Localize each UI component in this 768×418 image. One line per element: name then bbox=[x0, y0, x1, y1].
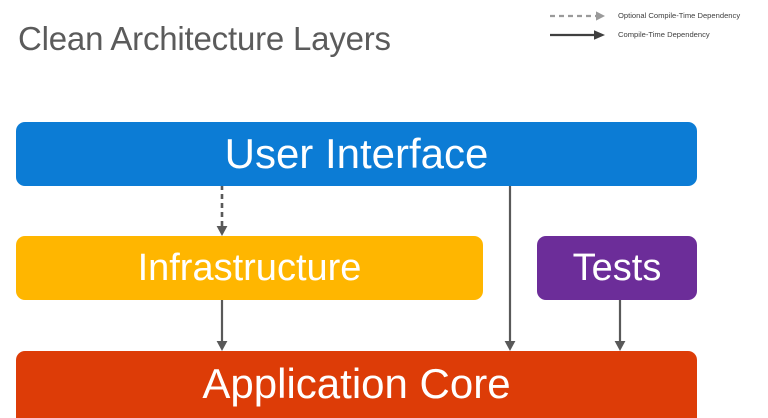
page-title: Clean Architecture Layers bbox=[18, 20, 391, 57]
connector-tests-to-application-core bbox=[606, 299, 634, 357]
layer-box-tests: Tests bbox=[537, 236, 697, 300]
legend-item-optional: Optional Compile-Time Dependency bbox=[548, 6, 760, 25]
layer-box-user-interface: User Interface bbox=[16, 122, 697, 186]
legend-item-compile-time-label: Compile-Time Dependency bbox=[618, 29, 710, 39]
connector-infrastructure-to-application-core bbox=[208, 299, 236, 357]
dashed-arrow-icon bbox=[548, 9, 610, 23]
legend: Optional Compile-Time Dependency Compile… bbox=[548, 6, 760, 44]
layer-box-application-core: Application Core bbox=[16, 351, 697, 418]
layer-label-application-core: Application Core bbox=[202, 360, 511, 407]
layer-box-infrastructure: Infrastructure bbox=[16, 236, 483, 300]
layer-label-tests: Tests bbox=[572, 247, 662, 289]
connector-ui-to-infrastructure bbox=[208, 185, 236, 242]
connector-ui-to-application-core bbox=[496, 185, 524, 357]
layer-label-infrastructure: Infrastructure bbox=[137, 247, 362, 289]
layer-label-user-interface: User Interface bbox=[224, 130, 489, 177]
legend-item-optional-label: Optional Compile-Time Dependency bbox=[618, 10, 741, 20]
legend-item-compile-time: Compile-Time Dependency bbox=[548, 25, 760, 44]
solid-arrow-icon bbox=[548, 28, 610, 42]
